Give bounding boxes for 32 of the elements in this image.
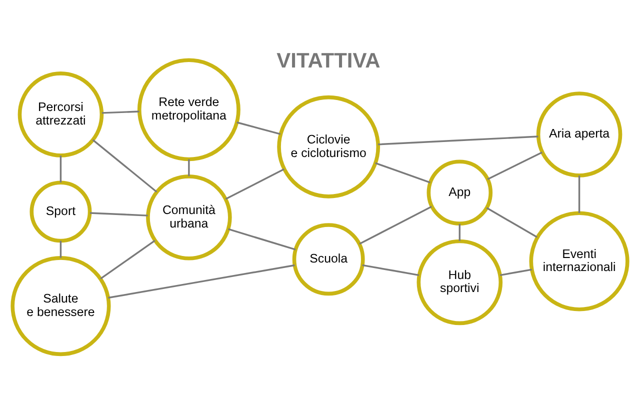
connector [486,207,538,238]
label: VITATTIVA [276,49,380,72]
connector [92,139,158,193]
connector [60,240,62,258]
connector [458,224,460,241]
connector [378,136,538,146]
node-circle: Salute e benessere [10,256,111,356]
node-circle: Percorsi attrezzati [18,72,104,158]
node-circle: Sport [30,180,92,243]
node-circle: App [426,160,493,226]
node-circle: Ciclovie e cicloturismo [277,95,380,198]
connector [108,264,295,299]
connector [359,206,432,245]
connector [375,162,430,184]
node-circle: Aria aperta [536,92,622,178]
connector [102,110,140,114]
node-circle: Comunità urbana [146,174,232,260]
node-circle: Scuola [292,223,365,296]
connector [487,152,542,180]
connector [578,176,580,213]
connector [100,240,156,280]
node-circle: Eventi internazionali [529,211,630,312]
connector [500,268,532,276]
connector [225,168,284,200]
connector [236,122,281,135]
node-circle: Hub sportivi [416,239,503,326]
connector [362,264,420,276]
connector [228,228,296,250]
connector [188,159,190,176]
connector [60,156,62,182]
connector [90,212,148,216]
node-circle: Rete verde metropolitana [137,58,240,162]
